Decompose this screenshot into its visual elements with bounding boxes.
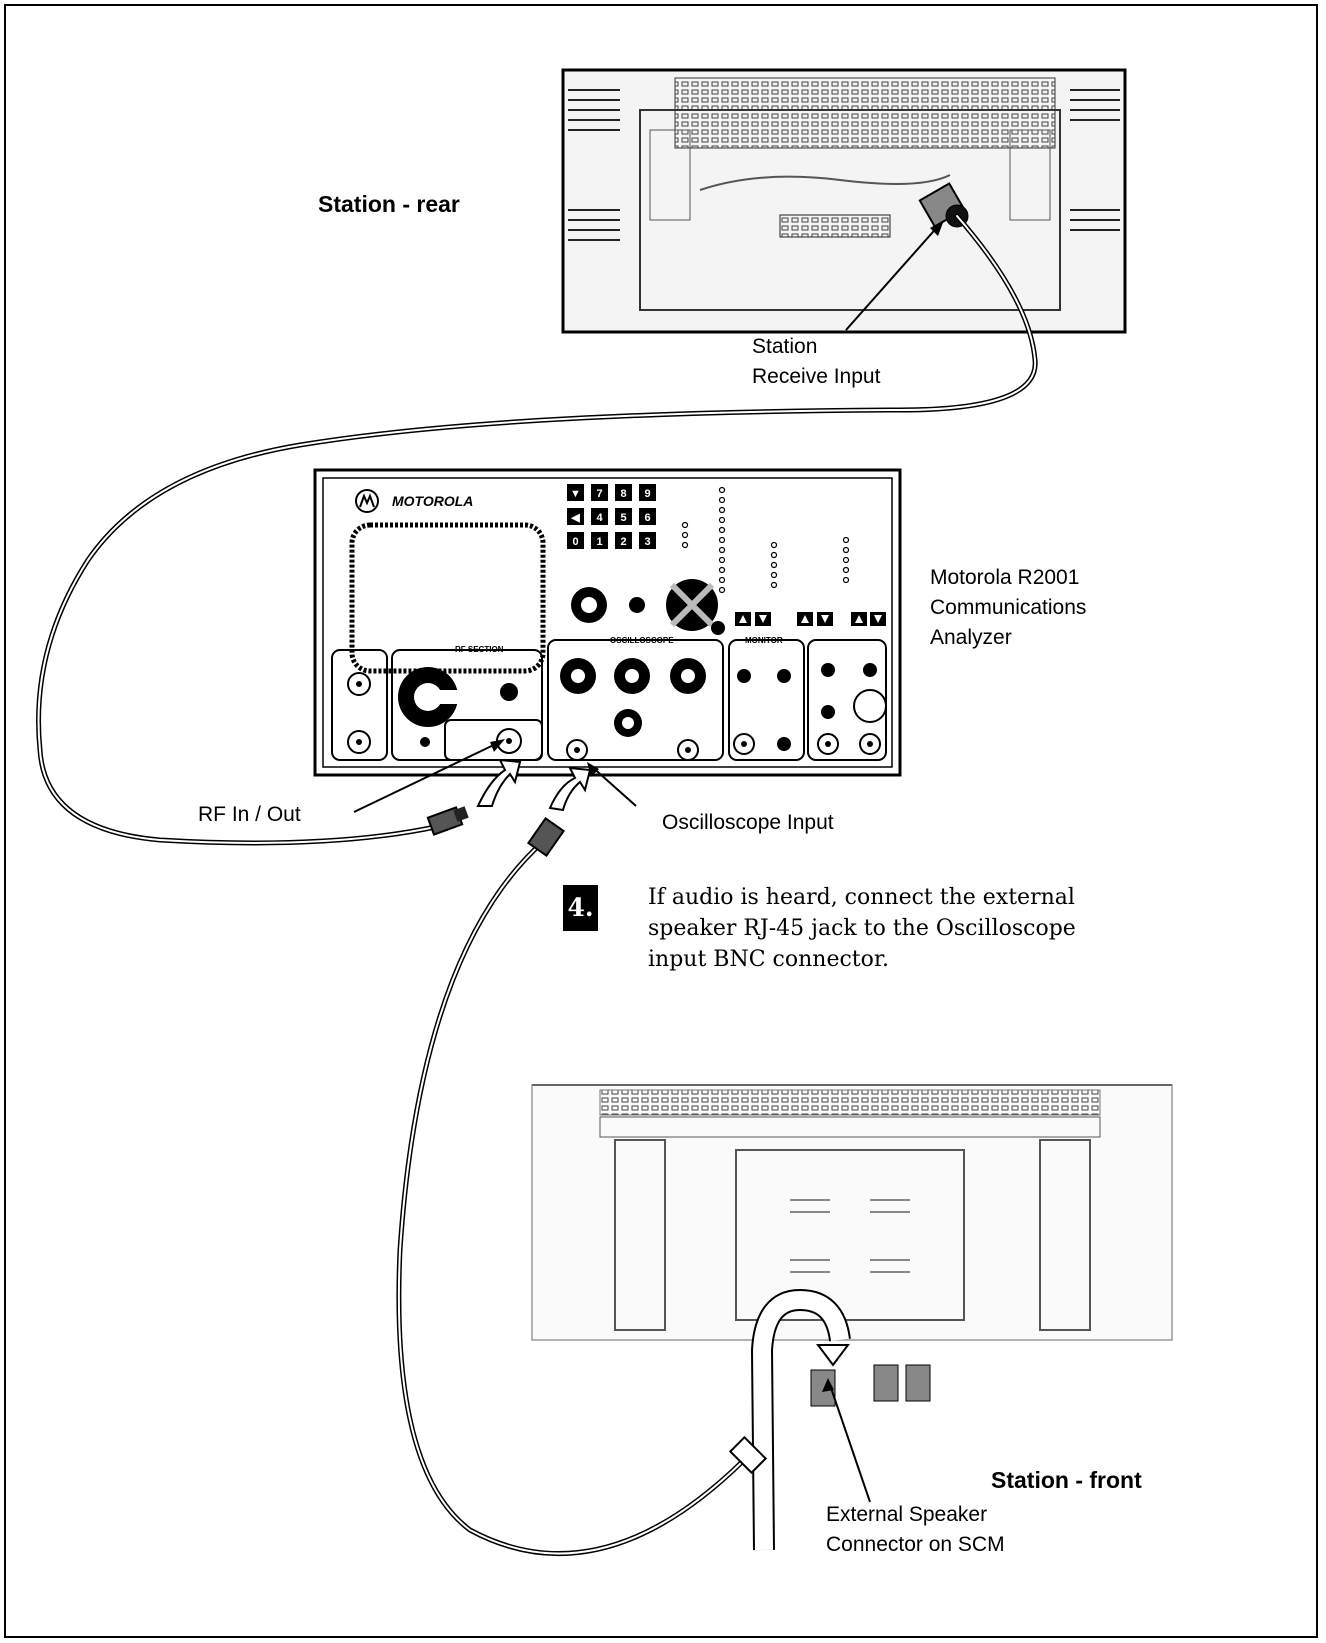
station-front-label: Station - front — [991, 1465, 1142, 1495]
keypad-key-label: 5 — [620, 512, 626, 524]
keypad-key-label: ▼ — [570, 488, 581, 500]
panel-brand: MOTOROLA — [392, 493, 473, 509]
keypad-key-label: 2 — [620, 536, 626, 548]
station-rear-image — [563, 70, 1125, 332]
keypad-key-label: 1 — [596, 536, 602, 548]
step-instruction-text: If audio is heard, connect the external … — [648, 882, 1108, 975]
analyzer-panel-image: ▼ 7 8 9 ◀ 4 5 6 0 1 2 3 — [315, 470, 900, 775]
keypad-key-label: 4 — [596, 512, 603, 524]
keypad-key-label: 8 — [620, 488, 626, 500]
keypad-key-label: ◀ — [570, 512, 580, 524]
keypad-key-label: 9 — [644, 488, 650, 500]
rf-in-out-label: RF In / Out — [198, 800, 301, 830]
keypad-key-label: 7 — [596, 488, 602, 500]
station-receive-input-label: Station Receive Input — [752, 332, 880, 392]
keypad-key-label: 0 — [572, 536, 578, 548]
monitor-section-label: MONITOR — [745, 636, 783, 645]
oscilloscope-section-label: OSCILLOSCOPE — [610, 636, 674, 645]
analyzer-name-label: Motorola R2001 Communications Analyzer — [930, 563, 1086, 653]
rf-section-label: RF SECTION — [455, 645, 504, 654]
oscilloscope-input-label: Oscilloscope Input — [662, 808, 834, 838]
bnc-plug-rf — [428, 806, 469, 834]
keypad-key-label: 6 — [644, 512, 650, 524]
step-number-badge: 4. — [563, 885, 598, 931]
keypad-key-label: 3 — [644, 536, 650, 548]
external-speaker-connector-label: External Speaker Connector on SCM — [826, 1500, 1005, 1560]
station-rear-label: Station - rear — [318, 189, 460, 219]
